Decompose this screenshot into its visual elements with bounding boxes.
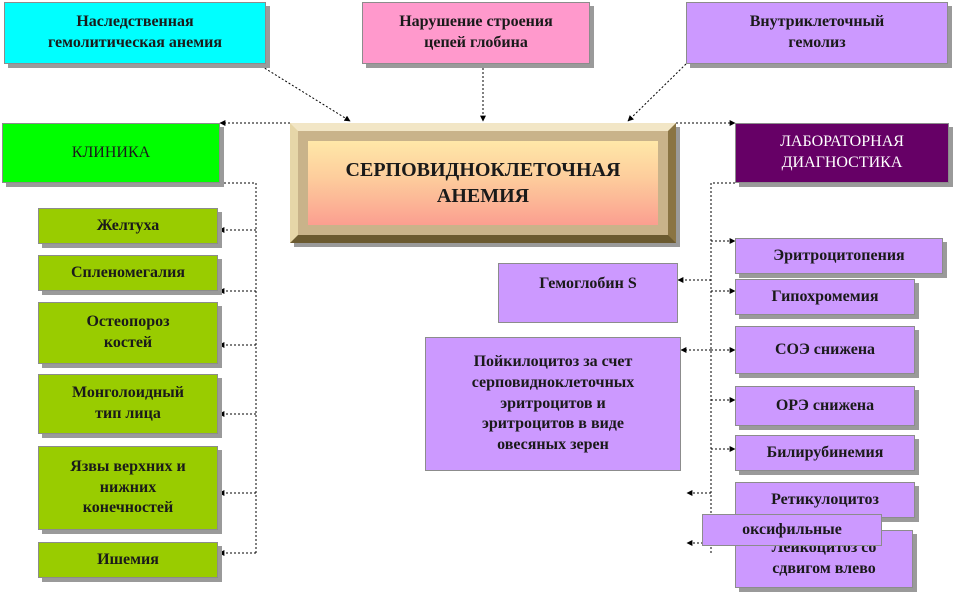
lab-item-bilirubinemia: Билирубинемия: [735, 435, 915, 471]
clinic-item-mongoloid-face: Монголоидный тип лица: [38, 374, 218, 434]
lab-item-ore-decreased: ОРЭ снижена: [735, 386, 915, 426]
clinic-item-ischemia: Ишемия: [38, 542, 218, 578]
oxyphilic-overlay-box: оксифильные: [702, 514, 882, 546]
lab-item-reticulocytosis: Ретикулоцитоз: [735, 482, 915, 518]
center-title: СЕРПОВИДНОКЛЕТОЧНАЯ АНЕМИЯ: [308, 141, 658, 225]
clinic-item-jaundice: Желтуха: [38, 208, 218, 244]
clinic-item-splenomegaly: Спленомегалия: [38, 255, 218, 291]
poikilocytosis-box: Пойкилоцитоз за счет серповидноклеточных…: [425, 337, 681, 471]
clinic-item-ulcers: Язвы верхних и нижних конечностей: [38, 446, 218, 530]
clinic-header: КЛИНИКА: [2, 123, 220, 183]
lab-item-erythrocytopenia: Эритроцитопения: [735, 238, 943, 274]
lab-item-hypochromemia: Гипохромемия: [735, 279, 915, 315]
hemoglobin-s-box: Гемоглобин S: [498, 263, 678, 323]
sickle-cell-anemia-box: СЕРПОВИДНОКЛЕТОЧНАЯ АНЕМИЯ: [290, 123, 676, 243]
globin-chain-defect-box: Нарушение строения цепей глобина: [362, 2, 590, 64]
hereditary-anemia-box: Наследственная гемолитическая анемия: [4, 2, 266, 64]
lab-diagnostics-header: ЛАБОРАТОРНАЯ ДИАГНОСТИКА: [735, 123, 949, 183]
clinic-item-osteoporosis: Остеопороз костей: [38, 302, 218, 364]
intracellular-hemolysis-box: Внутриклеточный гемолиз: [686, 2, 948, 64]
lab-item-esr-decreased: СОЭ снижена: [735, 326, 915, 374]
